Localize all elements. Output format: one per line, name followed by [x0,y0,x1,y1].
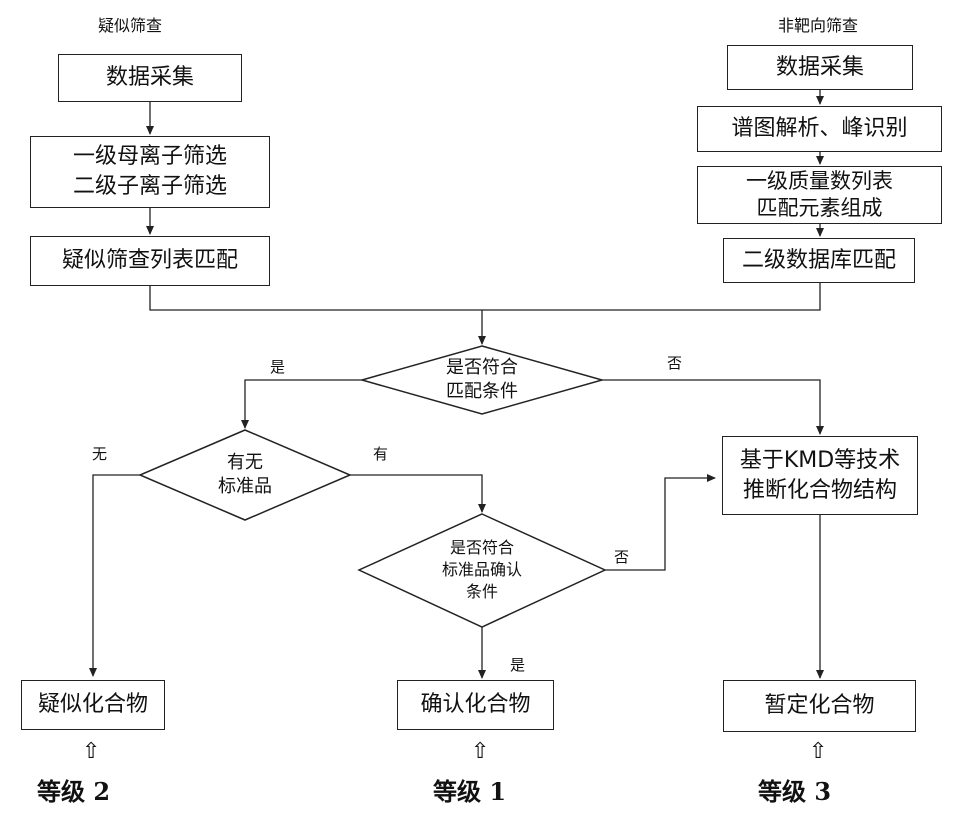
decision-confirm-diamond [357,513,607,628]
edge-label-match-yes: 是 [270,358,286,376]
structure-inference-box: 基于KMD等技术 推断化合物结构 [722,436,918,515]
right-mass-list-label-2: 匹配元素组成 [756,196,883,220]
decision-match-diamond [359,345,605,415]
decision-confirm-line-3: 条件 [465,582,498,601]
edge-label-standard-none: 无 [92,445,108,463]
edge-label-confirm-no: 否 [614,548,630,566]
level-1-label: 等级 1 [433,777,507,806]
right-mass-list-box: 一级质量数列表 匹配元素组成 [697,166,942,224]
decision-match-line-1: 是否符合 [446,357,518,378]
result-suspected-label: 疑似化合物 [37,692,148,717]
right-db-match-box: 二级数据库匹配 [723,238,915,283]
left-ion-filter-box: 一级母离子筛选 二级子离子筛选 [30,136,270,208]
arrow-standard-none [89,474,140,677]
arrow-confirm-no [605,474,716,571]
decision-confirm-line-2: 标准品确认 [441,560,522,579]
right-mass-list-label-1: 一级质量数列表 [746,169,893,193]
arrow-standard-has [350,474,486,513]
left-data-collection-label: 数据采集 [105,65,194,90]
decision-standard-line-2: 标准品 [218,476,272,497]
right-data-collection-label: 数据采集 [775,54,864,80]
result-tentative-label: 暂定化合物 [764,693,875,718]
decision-match-line-2: 匹配条件 [446,381,518,402]
decision-match-text: 是否符合 匹配条件 [402,356,562,404]
left-data-collection-box: 数据采集 [58,54,242,102]
left-list-match-box: 疑似筛查列表匹配 [30,236,270,286]
left-list-match-label: 疑似筛查列表匹配 [61,248,238,273]
decision-standard-line-1: 有无 [227,452,263,473]
level-3-label: 等级 3 [758,777,832,806]
edge-label-confirm-yes: 是 [510,656,526,674]
left-ion-filter-label-2: 二级子离子筛选 [72,174,227,199]
structure-inference-line-1: 基于KMD等技术 [739,447,901,473]
up-arrow-icon: ⇧ [82,739,101,764]
decision-standard-text: 有无 标准品 [185,451,305,499]
decision-confirm-text: 是否符合 标准品确认 条件 [402,537,562,603]
decision-confirm-line-1: 是否符合 [449,538,514,557]
right-spectrum-box: 谱图解析、峰识别 [697,106,942,152]
level-2-label: 等级 2 [37,777,111,806]
heading-suspect-screening: 疑似筛查 [98,16,163,35]
result-confirmed-box: 确认化合物 [397,680,554,730]
arrow-match-yes [241,379,362,429]
heading-nontarget-screening: 非靶向筛查 [778,16,859,35]
structure-inference-line-2: 推断化合物结构 [742,477,897,503]
decision-standard-diamond [138,429,352,521]
edge-label-match-no: 否 [667,354,683,372]
left-ion-filter-label-1: 一级母离子筛选 [72,144,227,169]
right-data-collection-box: 数据采集 [727,45,913,90]
result-tentative-box: 暂定化合物 [723,680,916,732]
merge-line [149,283,821,311]
edge-label-standard-has: 有 [373,445,389,463]
right-spectrum-label: 谱图解析、峰识别 [731,116,908,141]
result-confirmed-label: 确认化合物 [420,692,531,717]
arrow-match-no [602,379,824,435]
up-arrow-icon: ⇧ [471,739,490,764]
result-suspected-box: 疑似化合物 [21,680,165,730]
up-arrow-icon: ⇧ [809,739,828,764]
right-db-match-label: 二级数据库匹配 [741,247,896,273]
